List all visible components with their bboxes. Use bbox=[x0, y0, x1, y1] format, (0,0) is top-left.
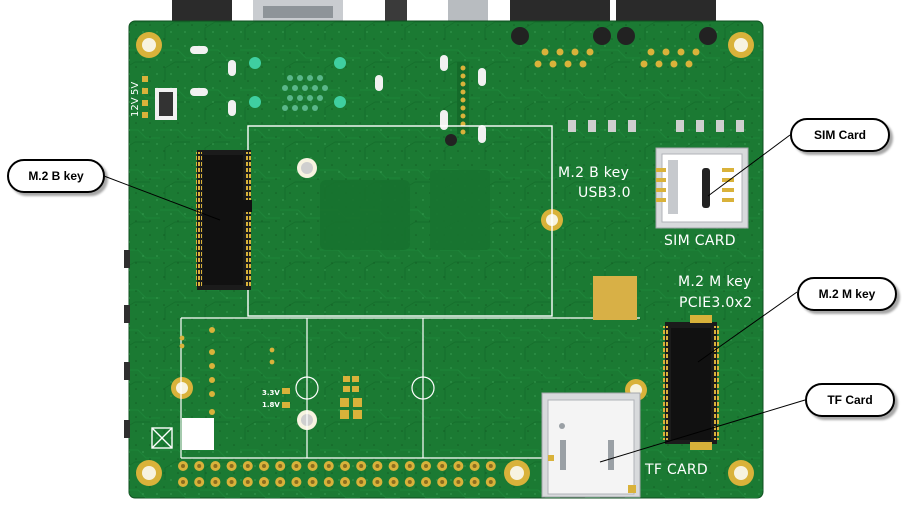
left-components bbox=[151, 327, 362, 450]
mounting-holes bbox=[136, 32, 754, 486]
header-pin-hole bbox=[488, 480, 493, 484]
header-pin-hole bbox=[456, 464, 461, 468]
header-pin-hole bbox=[359, 464, 364, 468]
pad-cluster bbox=[249, 57, 346, 111]
header-pin-hole bbox=[343, 464, 347, 468]
tf-card-slot bbox=[541, 392, 641, 498]
silk-3v3: 3.3V bbox=[262, 389, 280, 397]
silk-m2-b-key: M.2 B key bbox=[558, 165, 630, 181]
header-pin-hole bbox=[229, 464, 234, 468]
header-pin-hole bbox=[424, 464, 428, 468]
header-pin-hole bbox=[294, 480, 299, 484]
callout-m2-b-key: M.2 B key bbox=[7, 159, 105, 193]
header-pin-hole bbox=[472, 464, 477, 468]
header-pin-hole bbox=[375, 480, 380, 484]
header-pin-hole bbox=[326, 464, 331, 468]
header-pin-hole bbox=[391, 480, 396, 484]
header-pin-hole bbox=[424, 480, 428, 484]
header-pin-hole bbox=[310, 464, 315, 468]
silk-5v: 5V bbox=[130, 81, 141, 95]
header-pin-hole bbox=[407, 464, 412, 468]
silk-12v: 12V bbox=[130, 97, 141, 117]
gpio-header bbox=[178, 461, 496, 487]
silk-usb3: USB3.0 bbox=[578, 185, 631, 201]
header-pin-hole bbox=[407, 480, 412, 484]
header-pin-hole bbox=[262, 464, 266, 468]
header-pin-hole bbox=[181, 464, 185, 468]
header-pin-hole bbox=[278, 480, 283, 484]
header-pin-hole bbox=[359, 480, 364, 484]
callout-tf-card: TF Card bbox=[805, 383, 895, 417]
header-pin-hole bbox=[375, 464, 380, 468]
header-pin-hole bbox=[488, 464, 493, 468]
header-pin-hole bbox=[294, 464, 299, 468]
header-pin-hole bbox=[245, 480, 250, 484]
header-pin-hole bbox=[440, 480, 445, 484]
silk-tf-card: TF CARD bbox=[645, 462, 709, 478]
gold-chip bbox=[593, 276, 637, 320]
silk-1v8: 1.8V bbox=[262, 401, 280, 409]
header-pin-hole bbox=[197, 480, 202, 484]
header-pin-hole bbox=[310, 480, 315, 484]
header-pin-hole bbox=[181, 480, 185, 484]
header-pin-hole bbox=[229, 480, 234, 484]
leader-lines bbox=[103, 134, 806, 463]
power-components bbox=[142, 46, 486, 146]
silk-sim-card: SIM CARD bbox=[664, 233, 736, 249]
m2-b-key-connector bbox=[196, 150, 252, 290]
header-pin-hole bbox=[213, 464, 218, 468]
header-pin-hole bbox=[326, 480, 331, 484]
m2-m-key-connector bbox=[663, 315, 719, 450]
header-pin-hole bbox=[278, 464, 283, 468]
vertical-header bbox=[457, 62, 469, 135]
silk-m2-m-key: M.2 M key bbox=[678, 274, 752, 290]
top-pads bbox=[511, 27, 744, 132]
header-pin-hole bbox=[213, 480, 218, 484]
header-pin-hole bbox=[472, 480, 477, 484]
top-connectors bbox=[172, 0, 716, 24]
header-pin-hole bbox=[440, 464, 445, 468]
silk-pcie: PCIE3.0x2 bbox=[679, 295, 753, 311]
callout-m2-m-key: M.2 M key bbox=[797, 277, 897, 311]
header-pin-hole bbox=[197, 464, 202, 468]
sim-card-slot bbox=[655, 147, 749, 229]
header-pin-hole bbox=[343, 480, 347, 484]
header-pin-hole bbox=[262, 480, 266, 484]
header-pin-hole bbox=[456, 480, 461, 484]
lower-outline bbox=[180, 317, 640, 459]
callout-sim-card: SIM Card bbox=[790, 118, 890, 152]
header-pin-hole bbox=[245, 464, 250, 468]
header-pin-hole bbox=[391, 464, 396, 468]
